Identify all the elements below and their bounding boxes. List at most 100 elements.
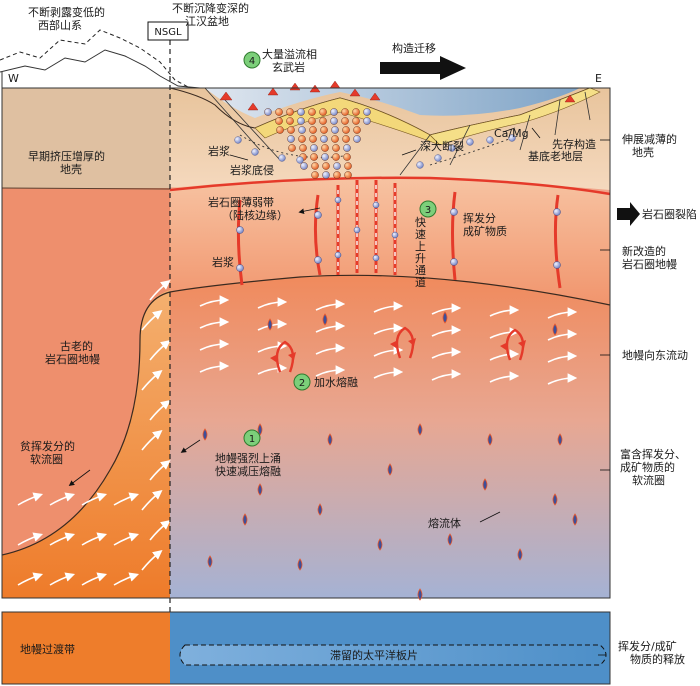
melt-label: 熔流体 — [428, 516, 461, 530]
flow-arrow — [489, 349, 520, 361]
basin-label: 不断沉降变深的江汉盆地 — [172, 1, 249, 28]
melt-drop — [257, 483, 263, 496]
eastward-flow-label: 地幔向东流动 — [622, 348, 688, 362]
magma-bubble — [333, 162, 341, 170]
magma-bubble — [322, 162, 330, 170]
melt-drop — [517, 548, 523, 561]
fast-channel-char: 道 — [415, 275, 426, 289]
vol-l1: 挥发分 — [463, 211, 496, 225]
east-label: E — [595, 72, 602, 85]
up-l1: 地幔强烈上涌 — [215, 451, 281, 465]
flow-arrow — [141, 550, 163, 571]
melt-drop — [327, 433, 333, 446]
magma-bubble — [287, 126, 295, 134]
basin-l1: 不断沉降变深的 — [172, 1, 249, 15]
melt-drop — [267, 318, 273, 331]
magma-bubble — [311, 162, 319, 170]
basalt-l1: 大量溢流相 — [262, 47, 317, 61]
melt-drop — [482, 478, 488, 491]
west-mountains-label: 不断剥露变低的西部山系 — [28, 5, 105, 32]
magma-bubble — [486, 136, 494, 144]
melt-drop — [557, 433, 563, 446]
magma-label-2: 岩浆 — [212, 255, 234, 269]
asthenosphere-label: 贫挥发分的软流圈 — [20, 439, 75, 466]
magma-bubble — [321, 144, 329, 152]
magma-bubble — [353, 126, 361, 134]
magma-bubble — [276, 126, 284, 134]
nsgl-label: NSGL — [154, 27, 182, 38]
asth-l1: 贫挥发分的 — [20, 439, 75, 453]
magma-bubble — [300, 162, 308, 170]
flow-arrow — [49, 572, 76, 586]
melt-drop — [442, 311, 448, 324]
basalt-label: 大量溢流相玄武岩 — [262, 47, 317, 74]
flow-arrow — [17, 532, 44, 546]
melt-drop — [257, 423, 263, 436]
flow-arrow — [547, 373, 578, 385]
flow-arrow — [141, 490, 163, 511]
migration-label: 构造迁移 — [392, 41, 436, 55]
underplating-label: 岩浆底侵 — [230, 163, 274, 177]
melting-num: 2 — [299, 378, 305, 389]
up-l2: 快速减压熔融 — [215, 464, 281, 478]
flow-arrow — [431, 347, 462, 359]
melt-drop — [417, 588, 423, 601]
flow-arrow — [149, 280, 171, 301]
fast-channel-num: 3 — [425, 205, 431, 216]
magma-bubble — [297, 117, 305, 125]
upwelling-label: 地幔强烈上涌快速减压熔融 — [215, 451, 281, 478]
flow-arrow — [141, 310, 163, 331]
melt-drop — [552, 323, 558, 336]
flow-arrow — [489, 371, 520, 383]
melt-drop — [447, 533, 453, 546]
basalt-l2: 玄武岩 — [272, 60, 305, 74]
old-basement-label: 基底老地层 — [528, 149, 583, 163]
magma-bubble — [331, 126, 339, 134]
magma-bubble — [344, 171, 352, 179]
flow-arrow — [315, 321, 346, 333]
west-label: W — [8, 72, 19, 85]
fast-channel-char: 上 — [415, 240, 426, 253]
magma-bubble — [320, 126, 328, 134]
magma-bubble — [330, 117, 338, 125]
magma-label-1: 岩浆 — [208, 144, 230, 158]
melt-drop — [207, 555, 213, 568]
rel-l1: 挥发分/成矿 — [618, 639, 677, 653]
magma-bubble — [320, 135, 328, 143]
flow-arrow — [81, 532, 108, 546]
magma-bubble — [298, 126, 306, 134]
flow-arrow — [149, 520, 171, 541]
flow-arrow — [547, 329, 578, 341]
magma-bubble — [299, 144, 307, 152]
magma-bubble — [333, 171, 341, 179]
basin-l2: 江汉盆地 — [185, 14, 229, 28]
camg-label: Ca/Mg — [494, 127, 529, 140]
magma-bubble — [308, 108, 316, 116]
crust-l1: 早期挤压增厚的 — [28, 149, 105, 163]
new-mantle-label: 新改造的岩石圈地幔 — [622, 244, 677, 271]
melt-drop — [317, 503, 323, 516]
melt-drop — [572, 513, 578, 526]
melting-label: 加水熔融 — [314, 375, 358, 389]
flow-arrow — [141, 370, 163, 391]
magma-bubble — [298, 135, 306, 143]
magma-bubble — [342, 135, 350, 143]
magma-bubble — [308, 117, 316, 125]
asth-l2: 软流圈 — [30, 452, 63, 466]
thin-l2: 地壳 — [632, 145, 654, 159]
magma-bubble — [352, 108, 360, 116]
flow-arrow — [113, 492, 140, 506]
crust-label: 早期挤压增厚的地壳 — [28, 149, 105, 176]
ra-l3: 软流圈 — [632, 473, 665, 487]
flow-arrow — [81, 492, 108, 506]
flow-arrow — [199, 295, 230, 307]
magma-bubble — [341, 117, 349, 125]
ra-l2: 成矿物质的 — [620, 460, 675, 474]
rifting-label: 岩石圈裂陷 — [642, 207, 697, 221]
melt-drop — [377, 538, 383, 551]
crust-l2: 地壳 — [60, 162, 82, 176]
flow-arrow — [149, 340, 171, 361]
nm-l1: 新改造的 — [622, 244, 666, 258]
